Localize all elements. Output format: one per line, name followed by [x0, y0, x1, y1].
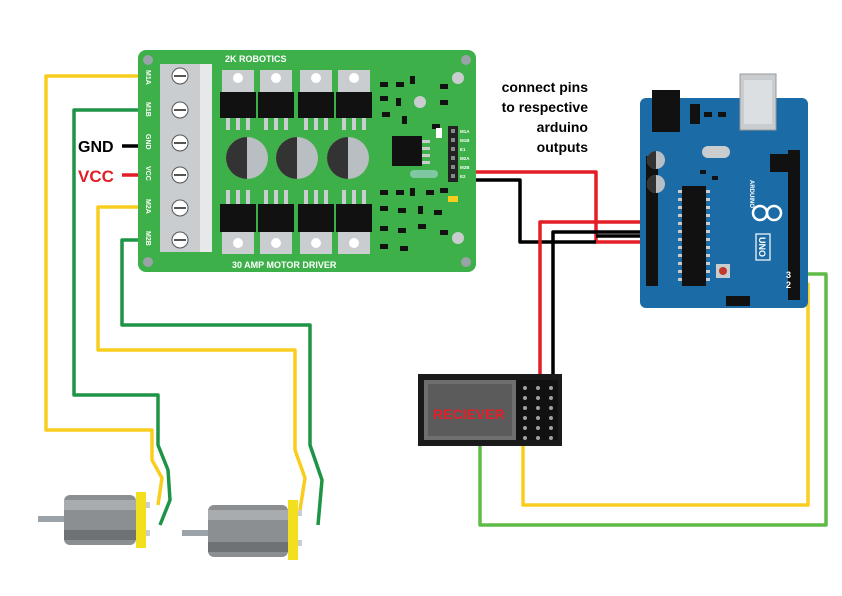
terminal-labels: M1A M1B GND VCC M2A M2B [144, 70, 151, 246]
receiver-label: RECIEVER [433, 406, 505, 422]
header-pin-e2: E2 [460, 174, 466, 179]
power-jack [652, 90, 680, 132]
header-pin-m2b: M2B [460, 165, 470, 170]
terminal-label-vcc: VCC [144, 166, 151, 181]
motor-2 [182, 500, 302, 560]
mosfets-bottom [220, 190, 372, 254]
arduino-model-text: UNO [757, 237, 767, 257]
wire-m2b-green [120, 238, 324, 526]
connect-note: connect pins to respective arduino outpu… [502, 79, 589, 155]
note-line-2: to respective [502, 99, 589, 115]
arduino-pin-3: 3 [786, 270, 791, 280]
header-pins: M1A M1B E1 M2A M2B E2 [448, 126, 470, 182]
terminal-label-m2a: M2A [144, 199, 151, 214]
uno-badge: UNO [755, 233, 771, 261]
terminal-label-gnd: GND [144, 134, 151, 150]
wire-receiver-black [551, 230, 650, 385]
receiver-module: RECIEVER [418, 374, 562, 446]
terminal-label-m1b: M1B [144, 102, 151, 117]
motor-driver-board: 2K ROBOTICS 30 AMP MOTOR DRIVER [138, 50, 476, 272]
note-line-4: outputs [537, 139, 589, 155]
mosfets-top [220, 70, 372, 130]
wire-header-red-1 [452, 170, 650, 244]
header-pin-m1b: M1B [460, 138, 470, 143]
header-pin-m2a: M2A [460, 156, 470, 161]
header-pin-e1: E1 [460, 147, 466, 152]
arduino-brand-text: ARDUINO [748, 180, 754, 208]
arduino-pin-2: 2 [786, 280, 791, 290]
header-pin-m1a: M1A [460, 129, 470, 134]
vcc-label: VCC [78, 167, 114, 186]
wire-m1a-yellow [44, 74, 178, 506]
wire-receiver-red [538, 220, 650, 385]
terminal-label-m1a: M1A [144, 70, 151, 85]
driver-brand-text: 2K ROBOTICS [225, 54, 287, 64]
wire-receiver-yellow [521, 282, 810, 507]
wire-header-black-1 [452, 178, 596, 244]
receiver-pins [523, 386, 553, 440]
gnd-label: GND [78, 139, 114, 156]
wires [44, 74, 828, 527]
terminal-label-m2b: M2B [144, 231, 151, 246]
arduino-logo-icon [751, 204, 783, 222]
arduino-uno-board: ARDUINO UNO 3 2 [640, 73, 808, 308]
capacitors [226, 137, 369, 179]
terminal-blocks [160, 64, 212, 252]
board-misc [410, 72, 464, 244]
driver-ic [392, 136, 430, 166]
smd-components [380, 76, 448, 251]
motor-1 [38, 492, 150, 548]
driver-title-text: 30 AMP MOTOR DRIVER [232, 260, 337, 270]
wire-m2a-yellow [96, 205, 307, 511]
note-line-1: connect pins [502, 79, 589, 95]
atmega-chip [682, 186, 706, 286]
wire-m1b-green [72, 108, 178, 526]
note-line-3: arduino [537, 119, 588, 135]
